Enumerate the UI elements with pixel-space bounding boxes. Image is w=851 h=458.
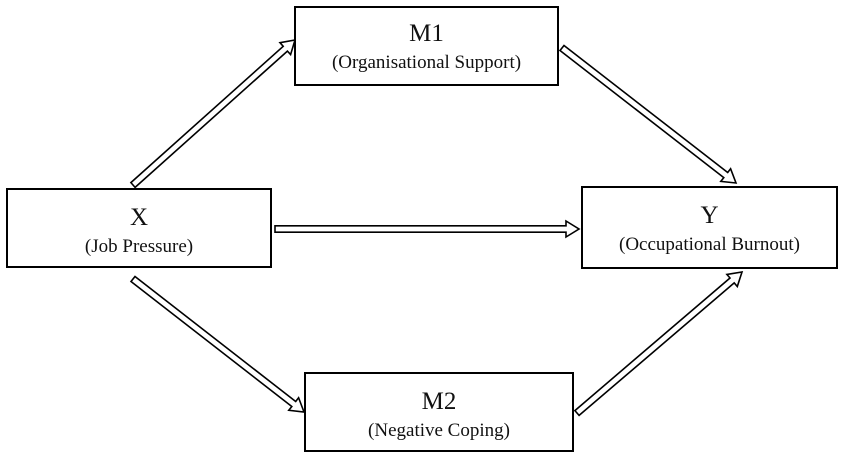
arrow-x-to-y [274,219,581,239]
arrow-x-to-m1 [129,38,297,189]
node-y: Y (Occupational Burnout) [581,186,838,269]
node-m1-desc: (Organisational Support) [331,52,522,73]
node-m1: M1 (Organisational Support) [294,6,559,86]
node-x: X (Job Pressure) [6,188,272,268]
node-x-label: X [129,204,149,231]
arrow-m1-to-y [558,44,738,184]
node-m1-label: M1 [409,20,444,47]
node-x-desc: (Job Pressure) [84,236,194,257]
node-y-label: Y [700,202,719,229]
node-m2: M2 (Negative Coping) [304,372,574,452]
node-y-desc: (Occupational Burnout) [619,234,800,255]
node-m2-label: M2 [421,388,457,415]
arrow-x-to-m2 [129,275,306,413]
node-m2-desc: (Negative Coping) [368,420,510,441]
arrow-m2-to-y [573,271,744,417]
